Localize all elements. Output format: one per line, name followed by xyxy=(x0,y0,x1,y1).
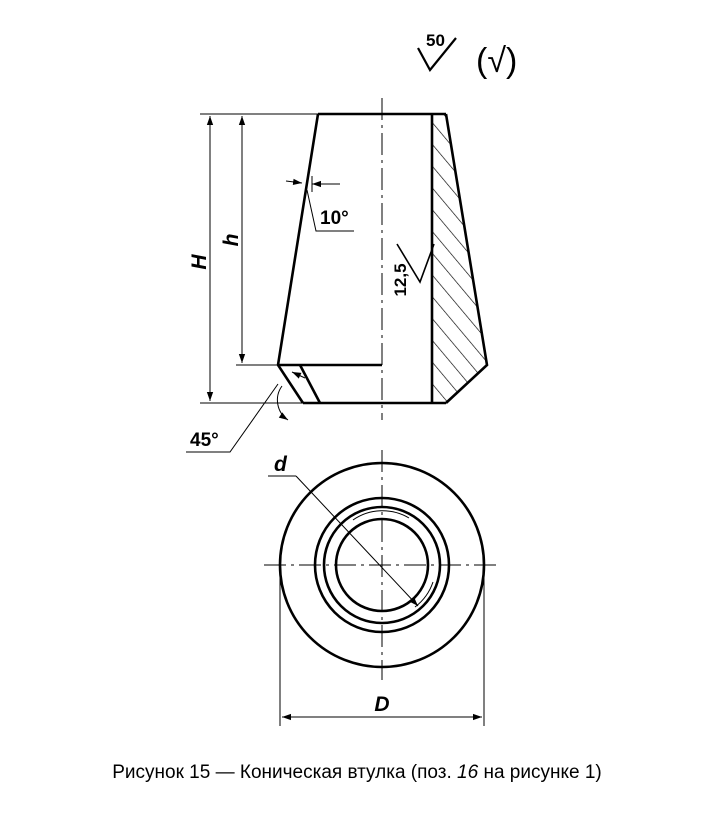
thread-arc-top xyxy=(352,510,410,521)
chamfer-line xyxy=(298,364,322,404)
taper-leader xyxy=(306,189,354,232)
plan-view: d D xyxy=(264,450,500,726)
caption-suffix: на рисунке 1) xyxy=(478,762,602,783)
bore-top-circle xyxy=(313,496,451,634)
bore-bottom-circle xyxy=(334,517,430,613)
roughness-bracket: (√) xyxy=(476,42,517,80)
dimension-line-d xyxy=(295,475,419,607)
figure-caption: Рисунок 15 — Коническая втулка (поз. 16 … xyxy=(0,762,714,784)
label-D: D xyxy=(374,693,389,716)
caption-prefix: Рисунок 15 — Коническая втулка (поз. xyxy=(112,762,458,783)
roughness-top-value: 50 xyxy=(426,31,445,50)
roughness-sign-general: 50 (√) xyxy=(417,31,517,80)
roughness-check-icon xyxy=(417,37,457,72)
label-chamfer-angle: 45° xyxy=(190,430,219,451)
chamfer-arrow-top xyxy=(291,371,306,379)
roughness-inner-icon xyxy=(396,243,435,284)
chamfer-arc xyxy=(276,385,289,421)
label-roughness-inner: 12,5 xyxy=(391,263,410,296)
section-view: H h 10° 12,5 45° xyxy=(186,98,489,453)
inner-bore-outline xyxy=(276,113,320,404)
outer-wall-edge xyxy=(444,113,489,404)
taper-arrow-left xyxy=(285,178,303,186)
label-taper-angle: 10° xyxy=(320,208,349,229)
chamfer-leader xyxy=(186,383,279,453)
bore-inner-circle xyxy=(322,505,442,625)
caption-item: 16 xyxy=(457,762,479,783)
label-H: H xyxy=(188,254,211,270)
label-h: h xyxy=(220,234,243,247)
label-d: d xyxy=(274,453,288,476)
